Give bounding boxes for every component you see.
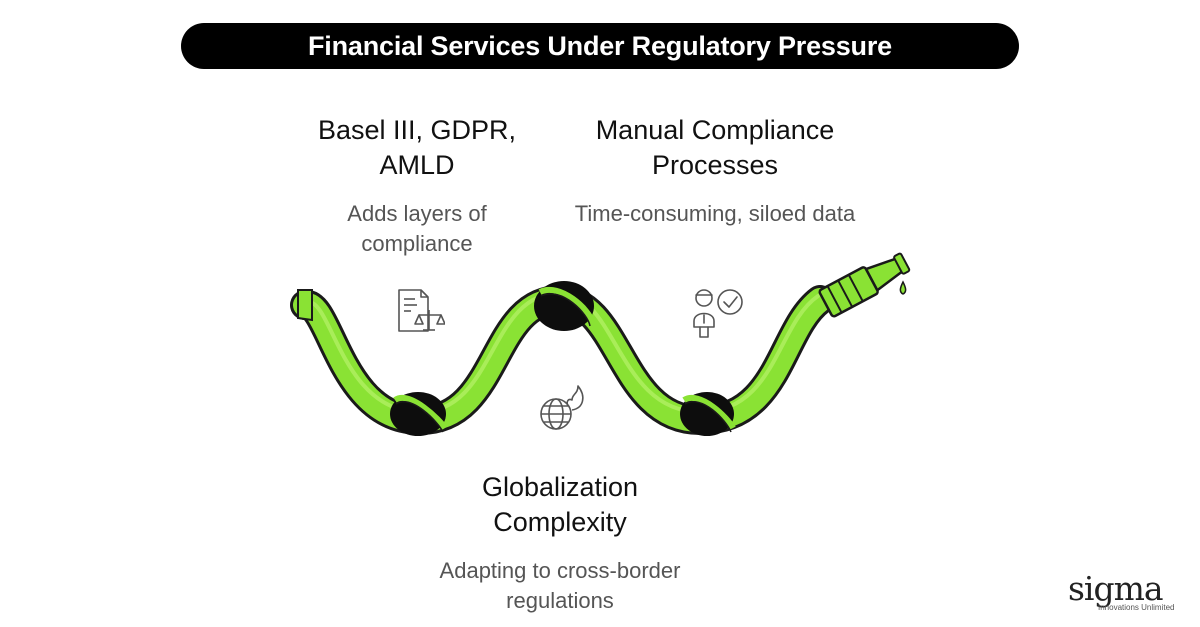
knot-middle (534, 281, 595, 331)
item-description: Adapting to cross-border regulations (439, 558, 681, 613)
item-heading: Globalization Complexity (481, 472, 639, 537)
knot-right (680, 392, 736, 436)
sigma-logo: sigma Innovations Unlimited (1068, 572, 1186, 612)
globe-fire-icon (540, 385, 584, 430)
water-drop (899, 280, 907, 295)
hose-nozzle (818, 252, 911, 318)
item-description: Time-consuming, siloed data (574, 201, 856, 226)
knot-left (390, 392, 448, 436)
logo-wordmark: sigma (1068, 569, 1164, 608)
document-scale-icon (398, 289, 445, 332)
item-heading: Manual Compliance Processes (595, 115, 835, 180)
logo-tagline: Innovations Unlimited (1098, 603, 1175, 612)
item-regulations: Basel III, GDPR, AMLD Adds layers of com… (297, 113, 537, 259)
page-title: Financial Services Under Regulatory Pres… (181, 23, 1019, 69)
item-globalization: Globalization Complexity Adapting to cro… (430, 470, 690, 616)
item-heading: Basel III, GDPR, AMLD (317, 115, 517, 180)
item-manual-compliance: Manual Compliance Processes Time-consumi… (565, 113, 865, 229)
hose-end (297, 289, 313, 322)
item-description: Adds layers of compliance (347, 201, 487, 256)
person-check-icon (693, 289, 743, 338)
